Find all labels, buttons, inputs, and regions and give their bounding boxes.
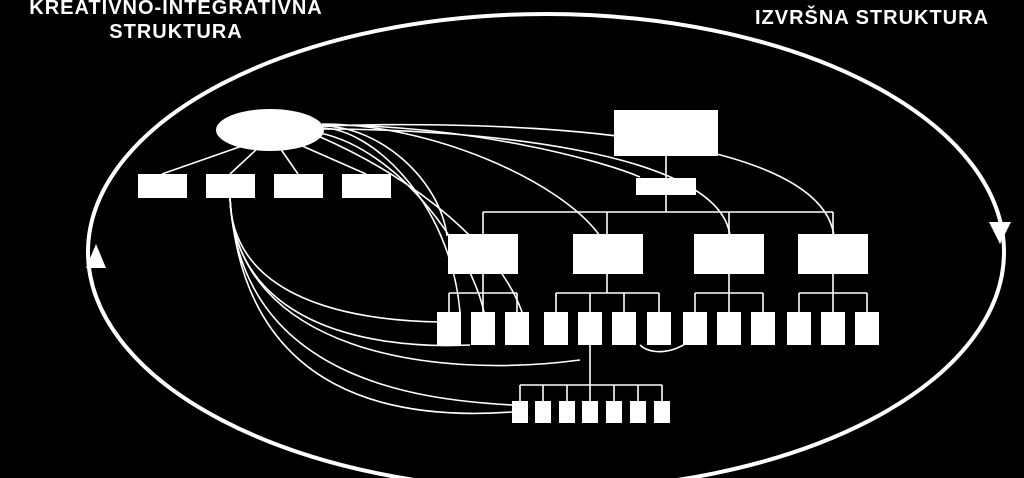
central-ellipse-node <box>216 109 324 151</box>
executive-unit-node <box>717 312 741 345</box>
executive-subunit-node <box>606 401 622 423</box>
executive-unit-node <box>647 312 671 345</box>
executive-dept-node <box>573 234 643 274</box>
creative-node <box>138 174 187 198</box>
executive-subunit-node <box>559 401 575 423</box>
executive-subunit-node <box>654 401 670 423</box>
executive-unit-node <box>855 312 879 345</box>
creative-label-line2: STRUKTURA <box>109 21 243 43</box>
executive-dept-node <box>798 234 868 274</box>
executive-subunit-node <box>630 401 646 423</box>
cycle-arrow-down-icon <box>989 222 1011 244</box>
executive-unit-node <box>612 312 636 345</box>
executive-unit-node <box>683 312 707 345</box>
executive-unit-node <box>505 312 529 345</box>
creative-connectors <box>161 123 835 415</box>
executive-structure-label: IZVRŠNA STRUKTURA <box>754 7 990 29</box>
creative-label-line1: KREATIVNO-INTEGRATIVNA <box>29 0 323 19</box>
cycle-arrow-up-icon <box>86 244 106 268</box>
executive-top-node <box>614 110 718 156</box>
executive-subunit-node <box>535 401 551 423</box>
executive-unit-node <box>751 312 775 345</box>
executive-staff-node <box>636 178 696 195</box>
creative-node <box>342 174 391 198</box>
executive-connectors <box>448 156 868 401</box>
executive-subunit-nodes <box>512 401 670 423</box>
executive-unit-nodes <box>437 312 879 345</box>
creative-integrative-structure-label: KREATIVNO-INTEGRATIVNA STRUKTURA <box>0 0 352 44</box>
executive-unit-node <box>578 312 602 345</box>
executive-unit-node <box>437 312 461 345</box>
creative-node <box>206 174 255 198</box>
executive-dept-node <box>694 234 764 274</box>
executive-unit-node <box>821 312 845 345</box>
creative-node <box>274 174 323 198</box>
executive-unit-node <box>787 312 811 345</box>
outer-cycle-ellipse <box>86 12 1006 478</box>
executive-subunit-node <box>582 401 598 423</box>
executive-subunit-node <box>512 401 528 423</box>
executive-unit-node <box>471 312 495 345</box>
executive-dept-node <box>448 234 518 274</box>
executive-unit-node <box>544 312 568 345</box>
